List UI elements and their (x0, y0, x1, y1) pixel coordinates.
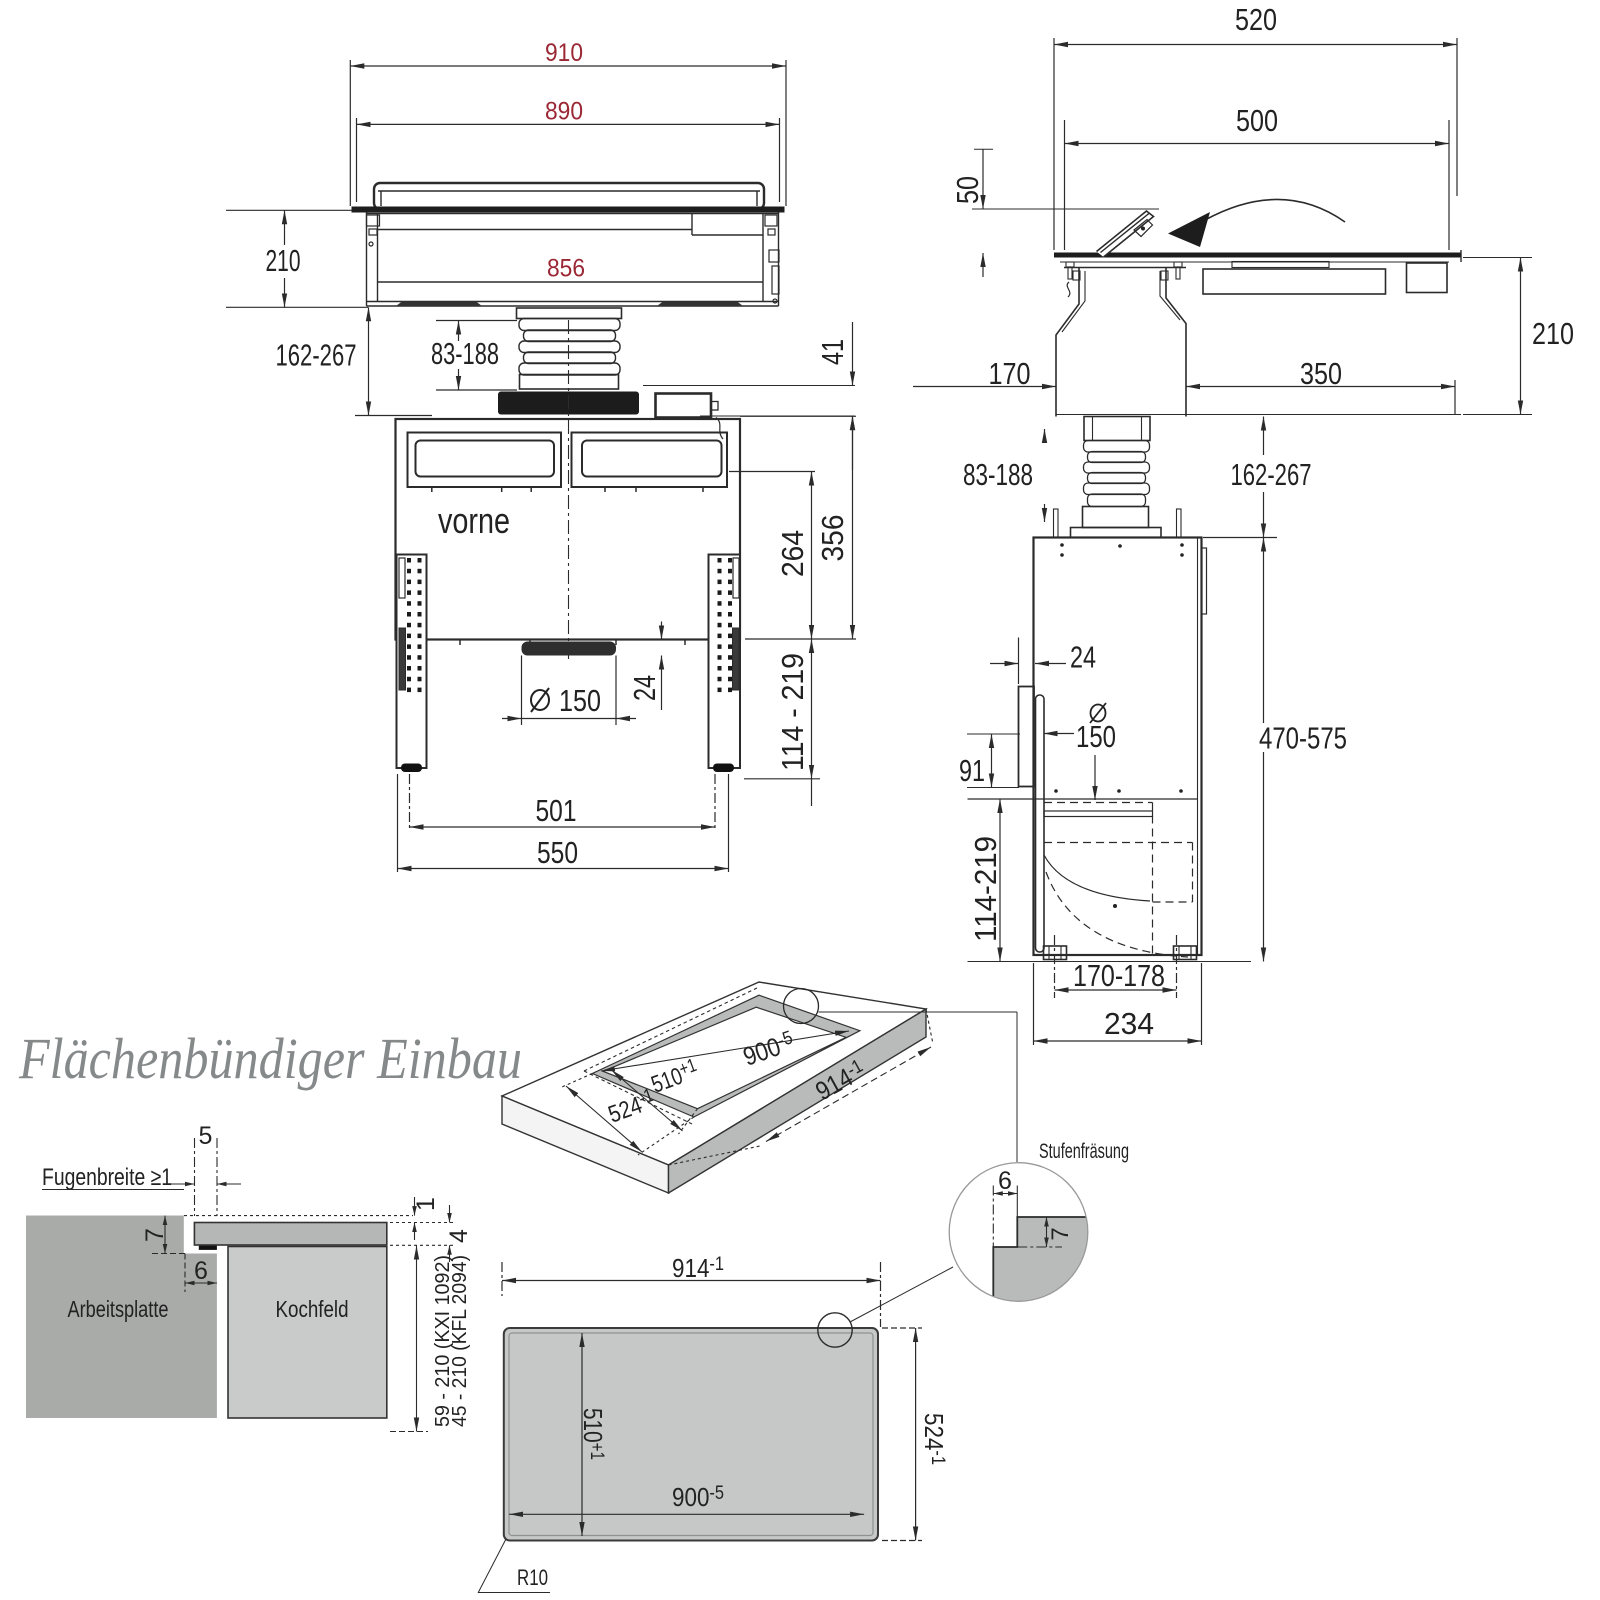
svg-text:83-188: 83-188 (963, 457, 1033, 492)
svg-text:Kochfeld: Kochfeld (276, 1296, 349, 1322)
svg-text:170-178: 170-178 (1073, 958, 1165, 993)
svg-text:Arbeitsplatte: Arbeitsplatte (68, 1296, 169, 1322)
svg-text:524-1: 524-1 (919, 1413, 949, 1465)
svg-text:890: 890 (545, 98, 583, 126)
svg-text:50: 50 (950, 176, 985, 204)
svg-text:Stufenfräsung: Stufenfräsung (1039, 1140, 1129, 1163)
svg-text:59 - 210 (KXI 1092): 59 - 210 (KXI 1092) (431, 1255, 454, 1427)
svg-text:83-188: 83-188 (431, 336, 499, 371)
svg-text:210: 210 (266, 243, 301, 278)
svg-text:R10: R10 (517, 1565, 548, 1590)
svg-text:150: 150 (1076, 719, 1116, 754)
svg-text:900-5: 900-5 (672, 1482, 724, 1512)
svg-text:45 - 210 (KFL 2094): 45 - 210 (KFL 2094) (448, 1255, 471, 1427)
svg-text:162-267: 162-267 (276, 338, 357, 373)
svg-text:500: 500 (1236, 103, 1278, 138)
svg-text:356: 356 (815, 515, 850, 562)
svg-text:520: 520 (1235, 2, 1277, 37)
svg-text:234: 234 (1104, 1006, 1154, 1041)
svg-text:550: 550 (537, 835, 578, 870)
svg-text:24: 24 (627, 675, 662, 701)
svg-text:91: 91 (959, 753, 985, 788)
svg-text:Fugenbreite ≥1: Fugenbreite ≥1 (42, 1164, 172, 1191)
svg-text:114 - 219: 114 - 219 (775, 653, 810, 771)
svg-text:1: 1 (412, 1197, 440, 1211)
svg-text:470-575: 470-575 (1259, 721, 1347, 756)
svg-text:264: 264 (775, 530, 810, 577)
svg-text:41: 41 (815, 339, 850, 365)
svg-text:Flächenbündiger Einbau: Flächenbündiger Einbau (18, 1026, 522, 1091)
svg-text:510+1: 510+1 (578, 1408, 608, 1460)
svg-text:6: 6 (998, 1167, 1012, 1195)
svg-text:910: 910 (545, 39, 583, 67)
svg-text:24: 24 (1070, 640, 1096, 675)
svg-text:7: 7 (141, 1228, 169, 1242)
svg-text:501: 501 (536, 793, 577, 828)
svg-text:856: 856 (547, 255, 585, 283)
svg-text:114-219: 114-219 (968, 836, 1003, 942)
svg-text:4: 4 (445, 1229, 473, 1243)
svg-text:150: 150 (559, 683, 601, 718)
svg-text:162-267: 162-267 (1231, 457, 1312, 492)
svg-text:170: 170 (989, 356, 1031, 391)
svg-text:6: 6 (194, 1257, 208, 1285)
svg-text:914-1: 914-1 (672, 1253, 724, 1283)
svg-text:vorne: vorne (438, 500, 510, 541)
svg-text:5: 5 (199, 1122, 213, 1150)
svg-text:350: 350 (1300, 356, 1342, 391)
svg-text:210: 210 (1532, 316, 1574, 351)
svg-text:7: 7 (1047, 1227, 1074, 1240)
